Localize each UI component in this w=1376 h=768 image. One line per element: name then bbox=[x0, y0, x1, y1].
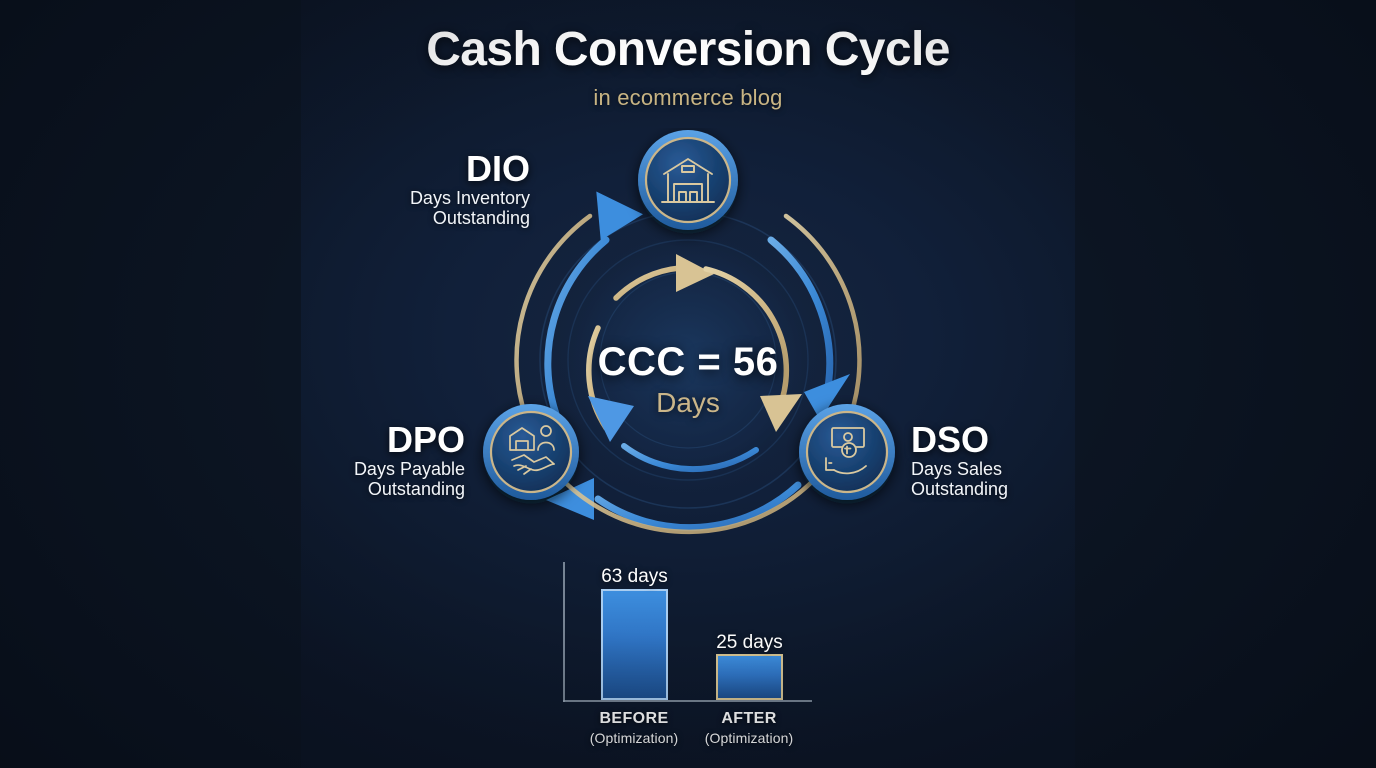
bar-value-after: 25 days bbox=[716, 632, 783, 653]
background-panel-right bbox=[1075, 0, 1376, 768]
before-after-bar-chart: 63 days 25 days BEFORE (Optimization) AF… bbox=[540, 556, 840, 756]
node-code-dso: DSO bbox=[911, 419, 990, 460]
node-desc-dpo-line2: Outstanding bbox=[367, 479, 465, 500]
chart-x-axis bbox=[563, 700, 812, 702]
node-dso[interactable] bbox=[799, 404, 895, 500]
node-label-dpo: DPO Days Payable Outstanding bbox=[175, 421, 465, 500]
header: Cash Conversion Cycle in ecommerce blog bbox=[301, 23, 1075, 111]
node-dio[interactable] bbox=[638, 130, 738, 230]
background-panel-left bbox=[0, 0, 301, 768]
chart-category-after: AFTER (Optimization) bbox=[684, 710, 814, 746]
chart-category-after-label: AFTER bbox=[721, 710, 777, 727]
node-dpo[interactable] bbox=[483, 404, 579, 500]
bar-before bbox=[601, 589, 668, 700]
node-code-dio: DIO bbox=[465, 148, 530, 189]
node-code-dpo: DPO bbox=[386, 419, 465, 460]
node-desc-dio-line1: Days Inventory bbox=[409, 187, 530, 208]
chart-category-after-sublabel: (Optimization) bbox=[704, 730, 794, 746]
node-desc-dso-line2: Outstanding bbox=[911, 479, 1009, 500]
bar-after bbox=[716, 654, 783, 700]
chart-category-before-sublabel: (Optimization) bbox=[589, 730, 679, 746]
page-title: Cash Conversion Cycle bbox=[426, 23, 950, 76]
chart-category-before: BEFORE (Optimization) bbox=[569, 710, 699, 746]
node-desc-dso-line1: Days Sales bbox=[911, 458, 1003, 479]
bar-value-before: 63 days bbox=[601, 566, 668, 587]
chart-category-before-label: BEFORE bbox=[599, 710, 669, 727]
chart-y-axis bbox=[563, 562, 565, 702]
node-desc-dpo-line1: Days Payable bbox=[353, 458, 465, 479]
page-subtitle: in ecommerce blog bbox=[593, 84, 783, 110]
node-desc-dio-line2: Outstanding bbox=[432, 208, 530, 229]
node-label-dso: DSO Days Sales Outstanding bbox=[911, 421, 1211, 500]
node-label-dio: DIO Days Inventory Outstanding bbox=[300, 150, 530, 229]
